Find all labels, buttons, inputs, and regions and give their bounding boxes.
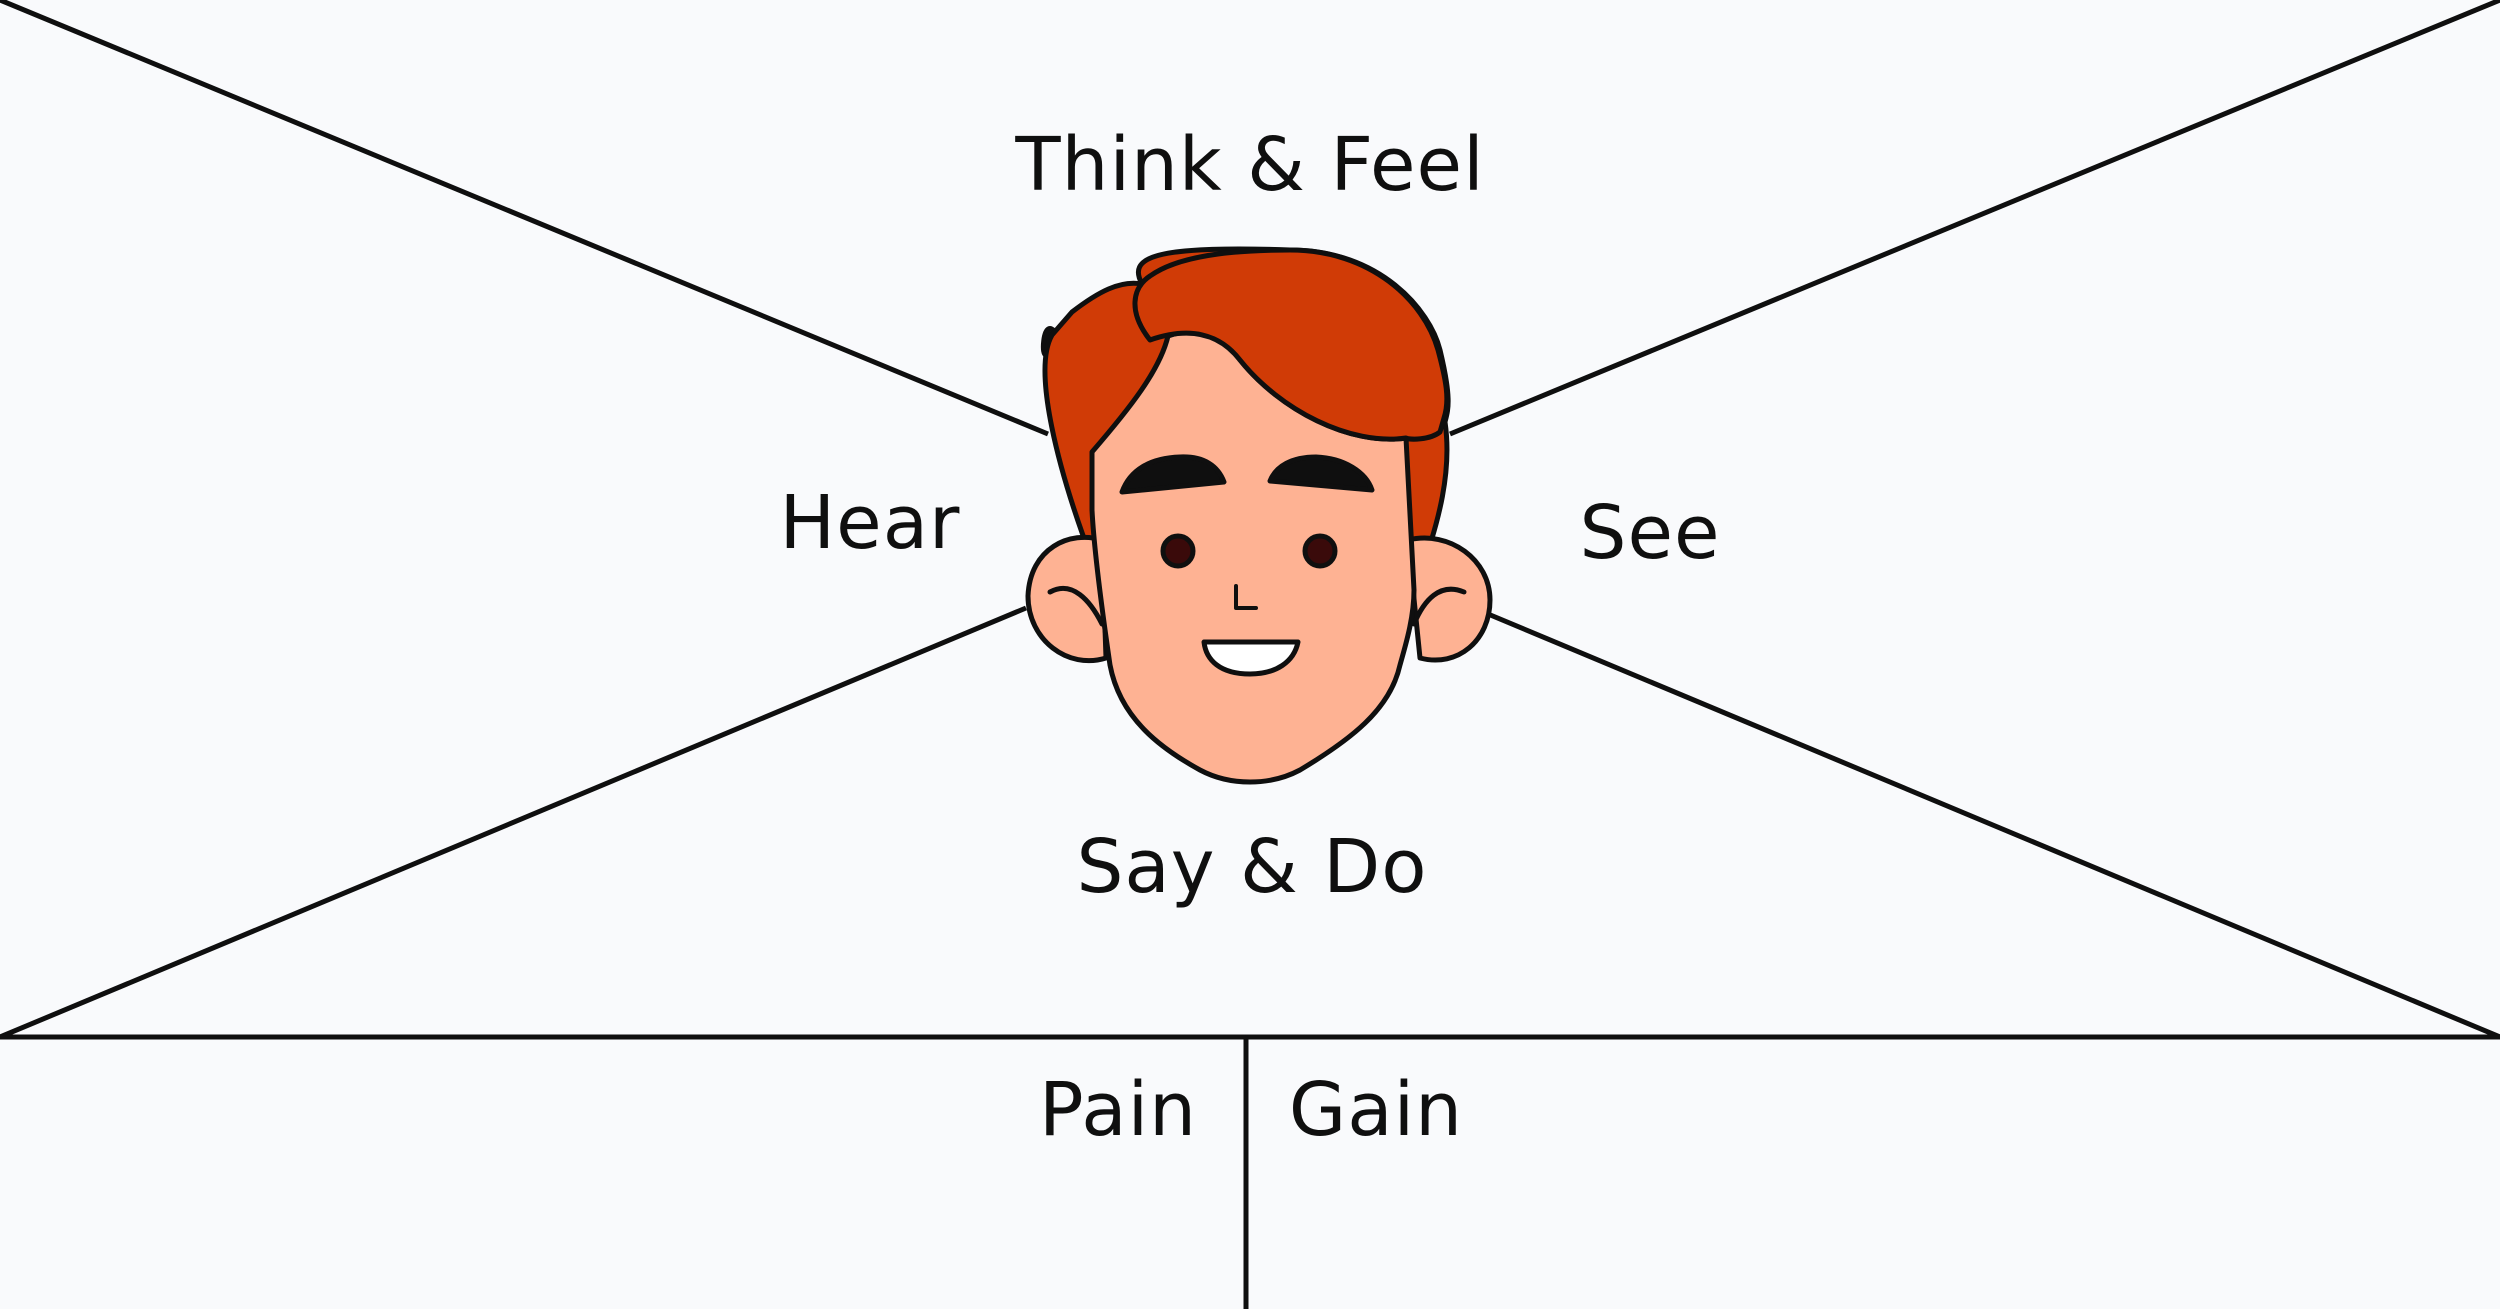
persona-face [1025,246,1493,785]
ear-left [1025,534,1109,664]
label-see: See [1579,490,1720,576]
ear-right-inner [1411,586,1467,627]
diagonal-top-right [1449,0,2500,437]
label-think-feel: Think & Feel [1014,122,1484,208]
label-say-do: Say & Do [1076,824,1427,910]
ear-left-inner [1047,585,1105,627]
eye-left [1160,533,1196,569]
eyebrow-left [1119,454,1227,495]
mouth [1201,639,1301,677]
nose [1234,584,1258,610]
label-pain: Pain [1039,1067,1197,1153]
ear-right [1405,535,1493,663]
section-labels: Think & Feel Hear See Say & Do Pain Gain [780,122,1720,1153]
diagonal-bottom-left [0,605,1027,1040]
hair-fringe [1132,247,1450,442]
diagonal-top-left [0,0,1049,437]
eyebrow-right [1267,454,1375,493]
label-hear: Hear [780,480,961,566]
diagonal-bottom-right [1487,611,2500,1040]
eye-right [1302,533,1338,569]
label-gain: Gain [1289,1067,1463,1153]
